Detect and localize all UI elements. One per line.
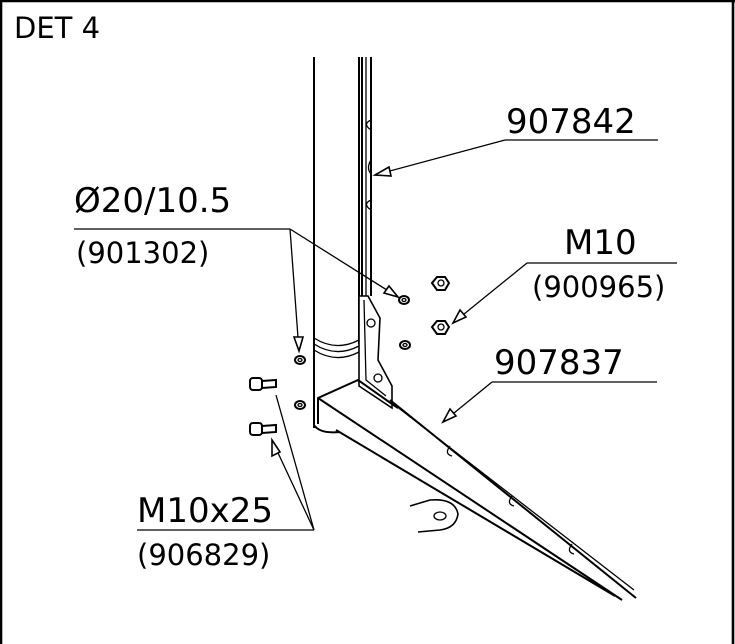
washer-part-number: (901302) [76,236,209,270]
nut-size-label: M10 [564,223,637,263]
nuts [430,276,451,335]
washer-icon [294,355,306,365]
washer-icon [294,400,306,410]
profile-base-part-number: 907837 [494,343,624,383]
nut-icon [430,320,451,335]
nut-icon [430,276,451,291]
washer-icon [399,340,411,350]
bolts [249,377,277,436]
leader-lines [74,139,677,531]
profile-907842 [361,57,372,296]
washer-size-label: Ø20/10.5 [74,181,231,221]
bolt-icon [249,377,277,391]
post-tube [313,57,360,434]
corner-bracket [358,295,393,410]
detail-title: DET 4 [14,11,100,45]
washers [294,295,411,410]
mounting-tab [409,498,459,533]
bolt-part-number: (906829) [137,538,270,572]
bolt-icon [249,422,277,436]
nut-part-number: (900965) [532,270,665,304]
profile-top-part-number: 907842 [506,102,636,142]
washer-icon [398,295,410,305]
bolt-size-label: M10x25 [137,491,273,531]
base-frame [317,378,637,601]
